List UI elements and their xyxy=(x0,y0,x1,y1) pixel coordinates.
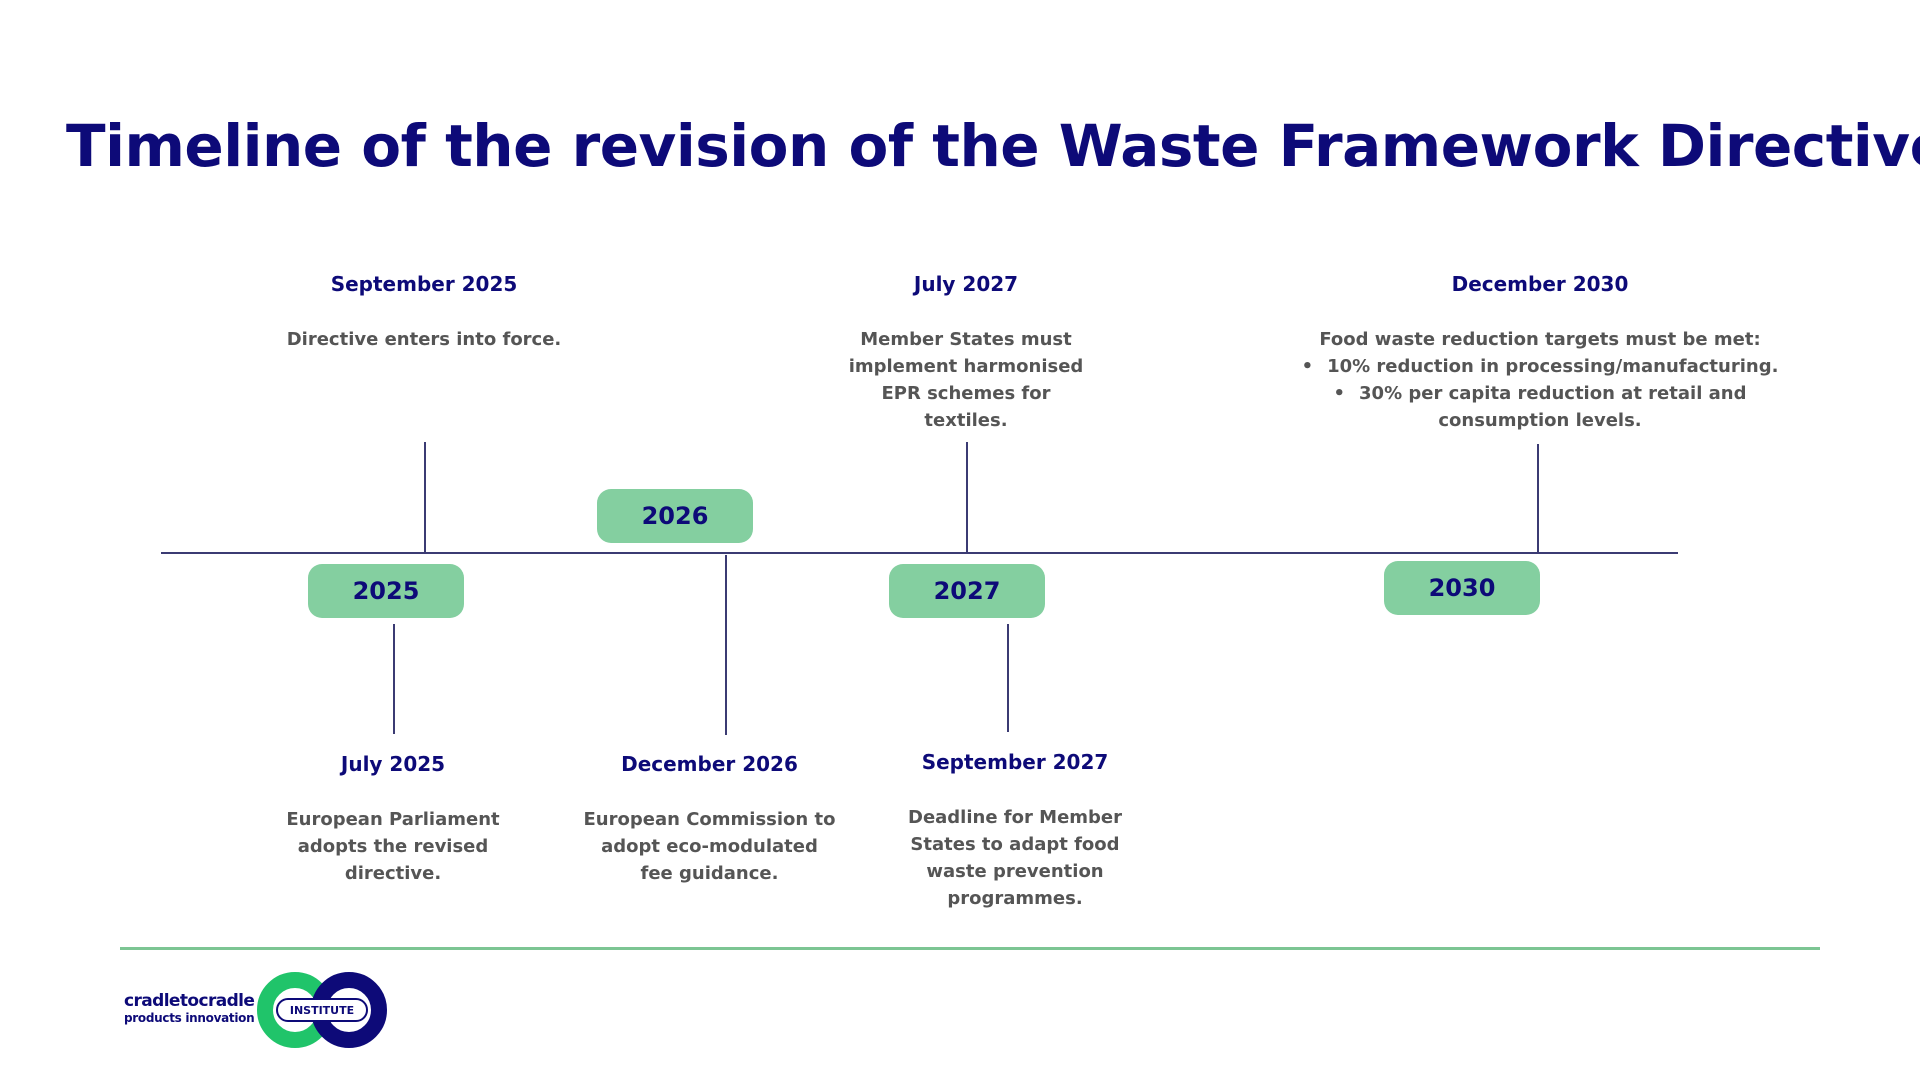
connector-dec2026 xyxy=(725,555,727,735)
event-description: Directive enters into force. xyxy=(286,329,562,350)
event-description: Member States must implement harmonised … xyxy=(848,329,1084,431)
timeline-axis xyxy=(161,552,1678,554)
event-jul2025: July 2025 European Parliament adopts the… xyxy=(283,752,503,887)
bullet-item: •30% per capita reduction at retail and … xyxy=(1333,383,1747,431)
event-description: Food waste reduction targets must be met… xyxy=(1319,329,1761,350)
connector-dec2030 xyxy=(1537,444,1539,553)
slide-title: Timeline of the revision of the Waste Fr… xyxy=(66,112,1920,180)
logo-line1: cradletocradle xyxy=(124,991,255,1011)
event-date: September 2025 xyxy=(330,272,518,296)
logo-badge-text: INSTITUTE xyxy=(290,1004,354,1017)
bullet-item: •10% reduction in processing/manufacturi… xyxy=(1301,356,1779,377)
year-pill-2026: 2026 xyxy=(597,489,753,543)
connector-jul2025 xyxy=(393,624,395,734)
cradle-to-cradle-logo-icon: INSTITUTE xyxy=(257,972,387,1048)
bullet-text: 30% per capita reduction at retail and c… xyxy=(1359,383,1747,431)
bullet-text: 10% reduction in processing/manufacturin… xyxy=(1327,356,1779,377)
event-description: European Parliament adopts the revised d… xyxy=(286,809,500,884)
event-date: July 2025 xyxy=(340,752,446,776)
event-jul2027: July 2027 Member States must implement h… xyxy=(841,272,1091,434)
logo-line2: products innovation xyxy=(124,1011,255,1025)
event-description: European Commission to adopt eco-modulat… xyxy=(583,809,836,884)
event-date: July 2027 xyxy=(913,272,1019,296)
year-pill-2025: 2025 xyxy=(308,564,464,618)
logo-badge xyxy=(276,998,368,1022)
connector-jul2027 xyxy=(966,442,968,553)
year-pill-2030: 2030 xyxy=(1384,561,1540,615)
event-date: September 2027 xyxy=(921,750,1109,774)
event-sep2025: September 2025 Directive enters into for… xyxy=(274,272,574,353)
event-sep2027: September 2027 Deadline for Member State… xyxy=(880,750,1150,912)
footer-divider xyxy=(120,947,1820,950)
event-dec2030: December 2030 Food waste reduction targe… xyxy=(1280,272,1800,434)
connector-sep2027 xyxy=(1007,624,1009,732)
connector-sep2025 xyxy=(424,442,426,553)
event-date: December 2026 xyxy=(621,752,798,776)
event-dec2026: December 2026 European Commission to ado… xyxy=(582,752,837,887)
year-pill-2027: 2027 xyxy=(889,564,1045,618)
logo-wordmark: cradletocradle products innovation xyxy=(124,991,255,1025)
event-bullet-list: •10% reduction in processing/manufacturi… xyxy=(1280,353,1800,434)
event-date: December 2030 xyxy=(1451,272,1629,296)
event-description: Deadline for Member States to adapt food… xyxy=(908,807,1122,909)
